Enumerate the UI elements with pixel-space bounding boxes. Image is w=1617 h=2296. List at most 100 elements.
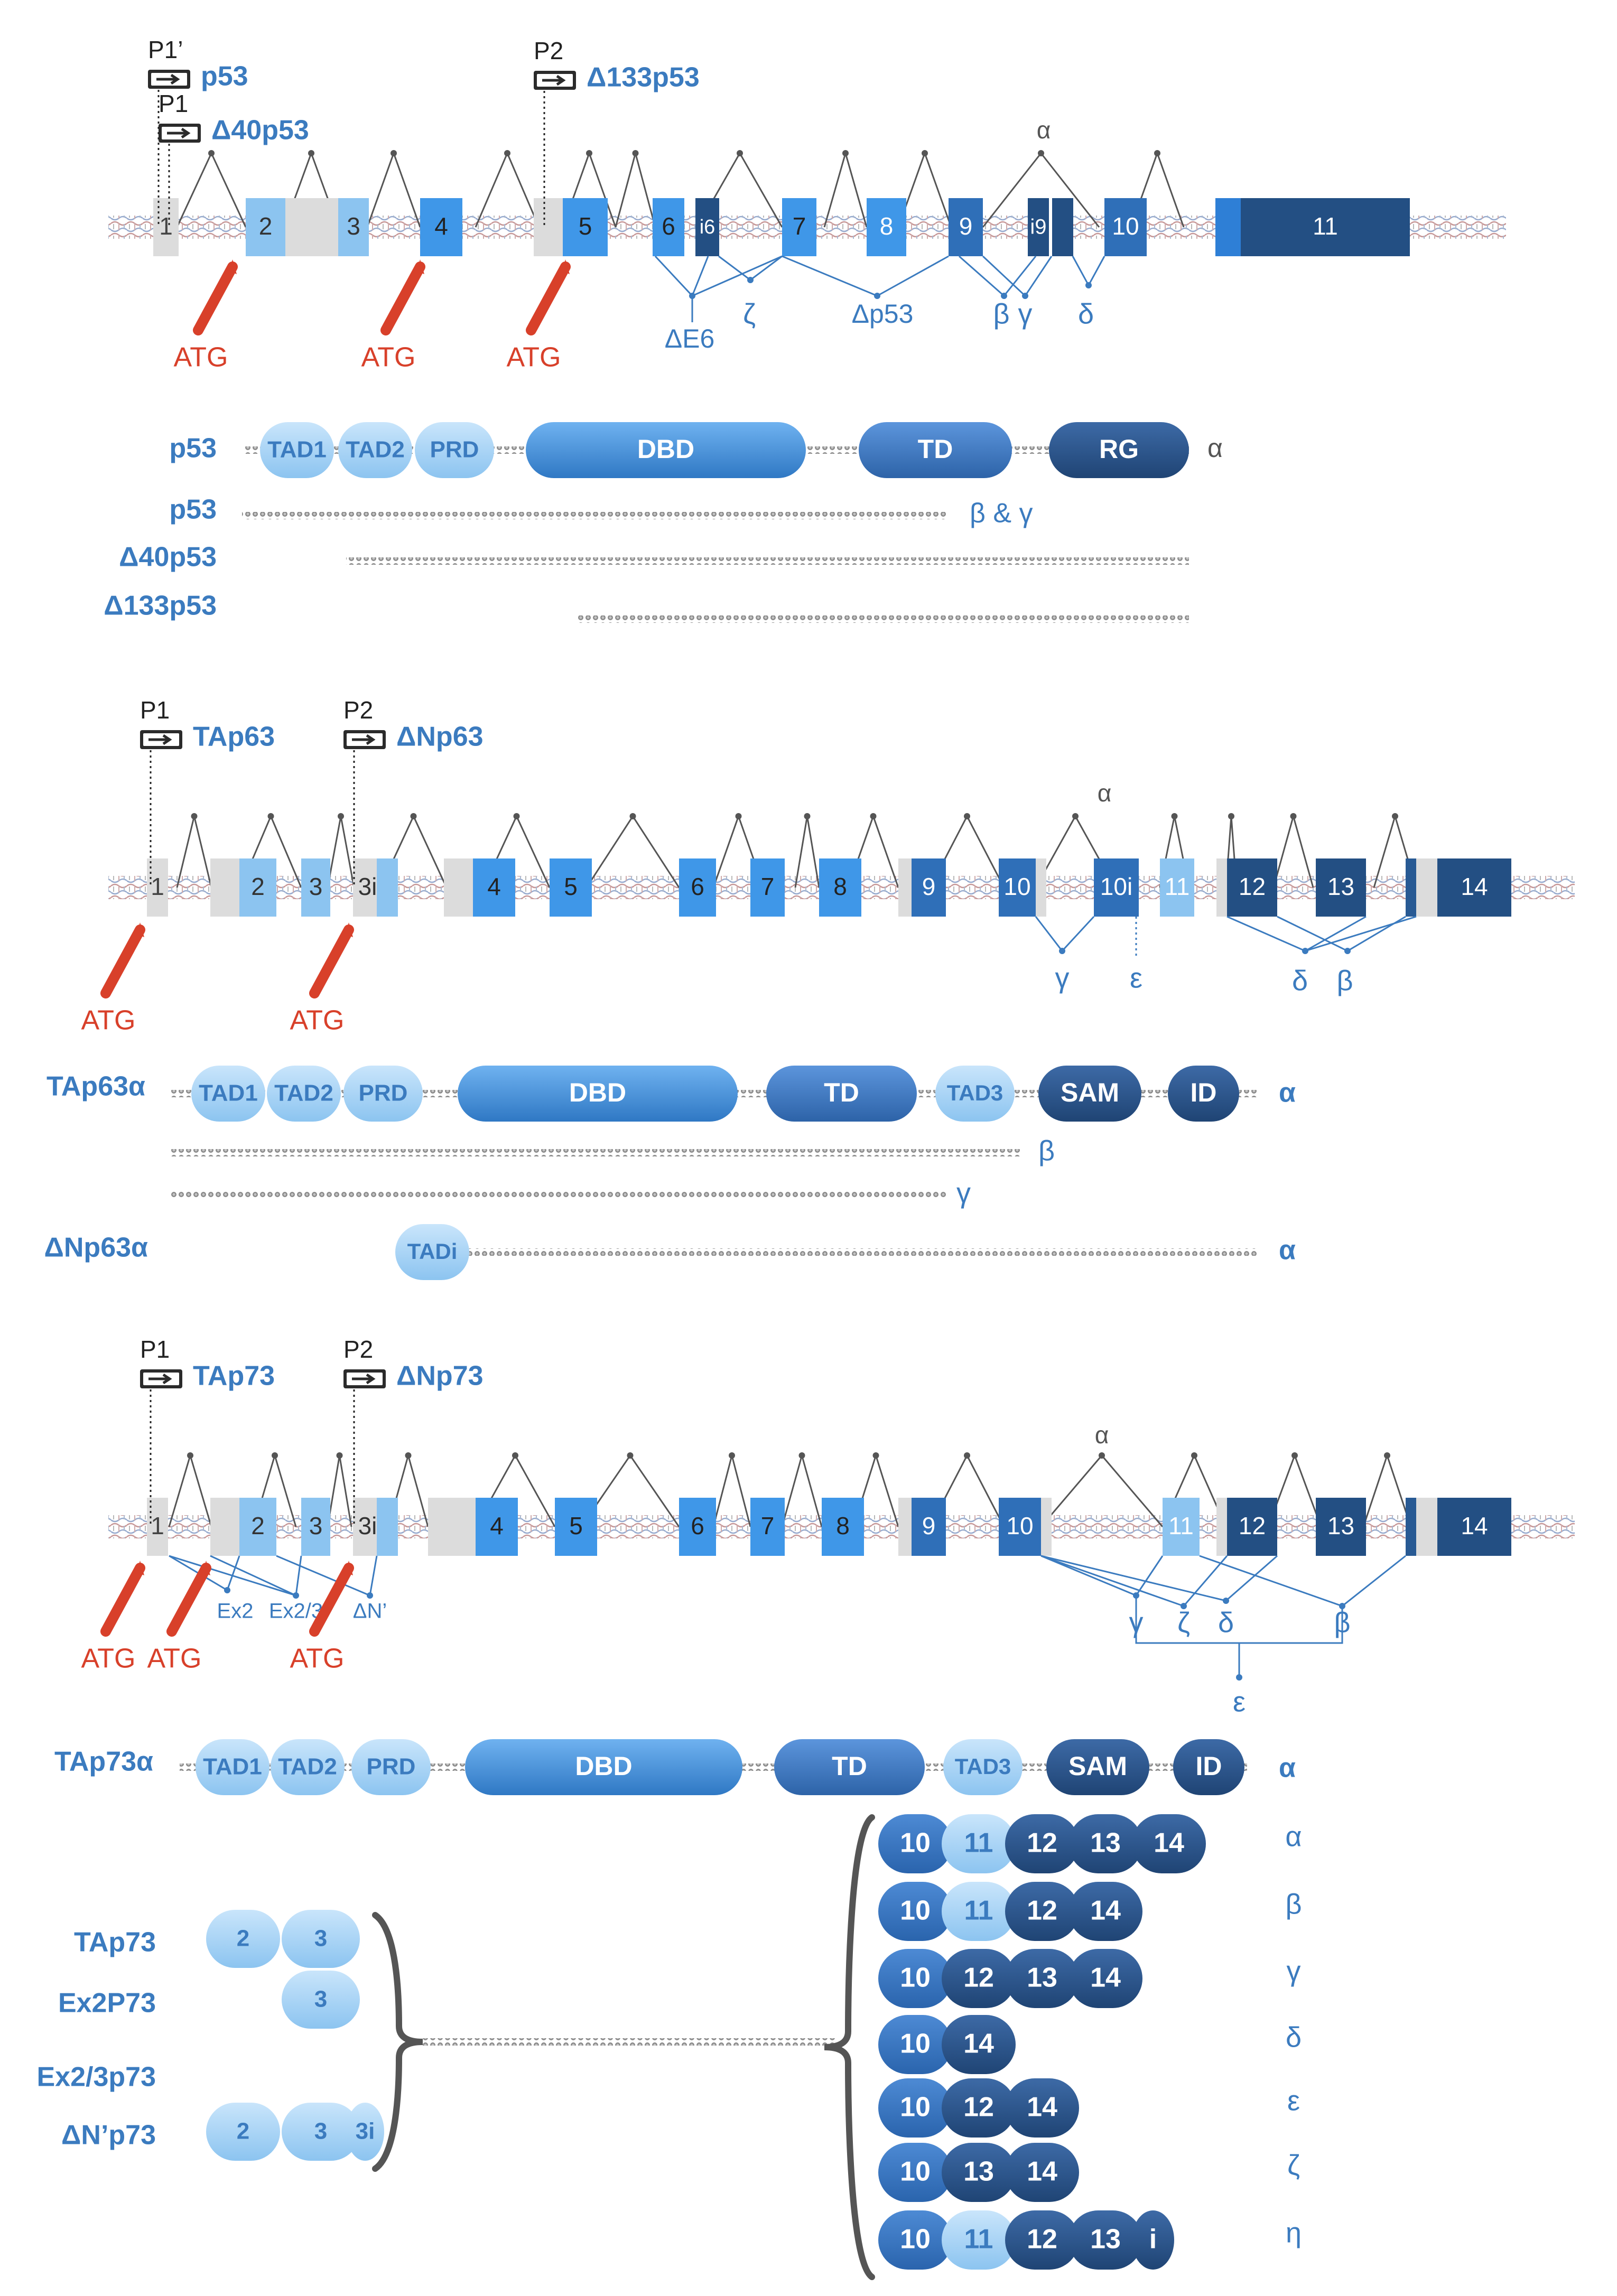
arrow-right-icon [542, 74, 566, 86]
arc-apex [1072, 813, 1079, 819]
exon-label: 5 [579, 212, 592, 240]
exon-region [444, 858, 473, 917]
alt-splice-line [276, 1555, 378, 1597]
alt-splice-line [654, 255, 693, 322]
exon-rect [1028, 198, 1049, 256]
domain-label: 3 [314, 1926, 327, 1952]
exon-pill: 12 [942, 1949, 1016, 2008]
arrow-right-icon [156, 73, 180, 85]
domain-label: DBD [569, 1078, 626, 1107]
c-isoform-name: η [1286, 2217, 1302, 2248]
exon-rect [301, 1498, 330, 1556]
variant-suffix-alpha: α [1279, 1235, 1296, 1266]
pill-label: 14 [1154, 1828, 1184, 1859]
exon-rect [563, 198, 608, 256]
exon-rect [555, 1498, 597, 1556]
domain-label: 2 [237, 1926, 249, 1952]
arc-apex [632, 150, 639, 156]
exon-box: 11 [1163, 1498, 1200, 1556]
domain-shape [343, 1066, 423, 1122]
pill-shape [942, 1882, 1016, 1941]
pencil-tip [229, 259, 237, 274]
exon-pill: 10 [878, 1882, 952, 1941]
exon-rect [679, 858, 716, 917]
promoter-name: P1 [140, 1336, 170, 1363]
atg-start-codon: ATG [290, 922, 354, 1036]
exon-box: 7 [782, 198, 816, 256]
arc-apex [187, 1452, 193, 1459]
promoter-isoform-label: Δ133p53 [587, 62, 700, 93]
exon-rect [1316, 1498, 1366, 1556]
arc-apex [1191, 1452, 1197, 1459]
exon-region [1215, 198, 1241, 256]
arc-apex [1291, 1452, 1298, 1459]
exon-rect [239, 1498, 276, 1556]
domain-label: PRD [359, 1080, 408, 1106]
exon-rect [1241, 198, 1410, 256]
polypeptide-chain [423, 2038, 835, 2046]
pill-label: 10 [900, 1828, 931, 1859]
domain-shape [415, 422, 494, 478]
pill-shape [878, 1882, 952, 1941]
exon-label: 9 [922, 1512, 936, 1539]
exon-label: 11 [1313, 212, 1338, 240]
domain-label: TAD3 [947, 1080, 1003, 1105]
alt-splice-line [782, 255, 949, 297]
pill-shape [878, 2210, 952, 2270]
exon-region [1036, 858, 1046, 917]
exon-rect [1316, 858, 1366, 917]
pill-label: 11 [964, 1896, 993, 1926]
splice-node [224, 1587, 230, 1593]
protein-domain: TAD2 [271, 1739, 345, 1795]
splice-label-dE6: ΔE6 [665, 324, 715, 353]
arc-apex [922, 150, 928, 156]
domain-label: TAD1 [199, 1080, 258, 1106]
domain-label: SAM [1068, 1751, 1127, 1781]
pencil-tip [137, 1561, 144, 1575]
pill-shape [1005, 1882, 1079, 1941]
alt-splice-line [1226, 916, 1367, 952]
pill-label: 13 [1090, 2224, 1121, 2255]
exon-rect [912, 858, 946, 917]
splice-label-gamma: γ [1018, 298, 1033, 330]
promoter: P1’p53 [148, 36, 248, 227]
arrow-right-icon [167, 127, 191, 139]
exon-rect [949, 198, 983, 256]
domain-shape [1168, 1066, 1239, 1122]
polypeptide-chain [170, 1149, 1020, 1156]
pill-shape [942, 1949, 1016, 2008]
exon-pill: 14 [1132, 1814, 1206, 1873]
variant-name: Δ40p53 [119, 542, 217, 573]
domain-label: TD [832, 1751, 867, 1781]
pill-shape [1068, 1814, 1142, 1873]
exon-pill: 14 [1005, 2143, 1079, 2202]
exon-region [377, 1498, 398, 1556]
splice-arcs [1040, 1452, 1164, 1527]
domain-label: DBD [575, 1751, 632, 1781]
exon-rect [246, 198, 285, 256]
exon-region [898, 858, 912, 917]
splice-node [1001, 293, 1007, 299]
variant-suffix-gamma: γ [956, 1177, 971, 1209]
atg-label: ATG [361, 342, 415, 373]
exon-label: 9 [959, 212, 973, 240]
promoter-isoform-label: TAp63 [193, 722, 275, 752]
splice-label-zeta: ζ [1177, 1607, 1190, 1638]
protein-domain: TAD2 [338, 422, 412, 478]
exon-box: 11 [1160, 858, 1194, 917]
exon-rect [1437, 858, 1511, 917]
alt-splice-lines [1035, 916, 1417, 953]
exon-pill: 13 [1005, 1949, 1079, 2008]
pill-shape [1005, 2143, 1079, 2202]
exon-rect [867, 198, 906, 256]
exon-label: 10 [1003, 873, 1030, 900]
exon-pill: i [1132, 2210, 1174, 2270]
arc-apex [391, 150, 397, 156]
promoter-name: P2 [534, 37, 563, 64]
